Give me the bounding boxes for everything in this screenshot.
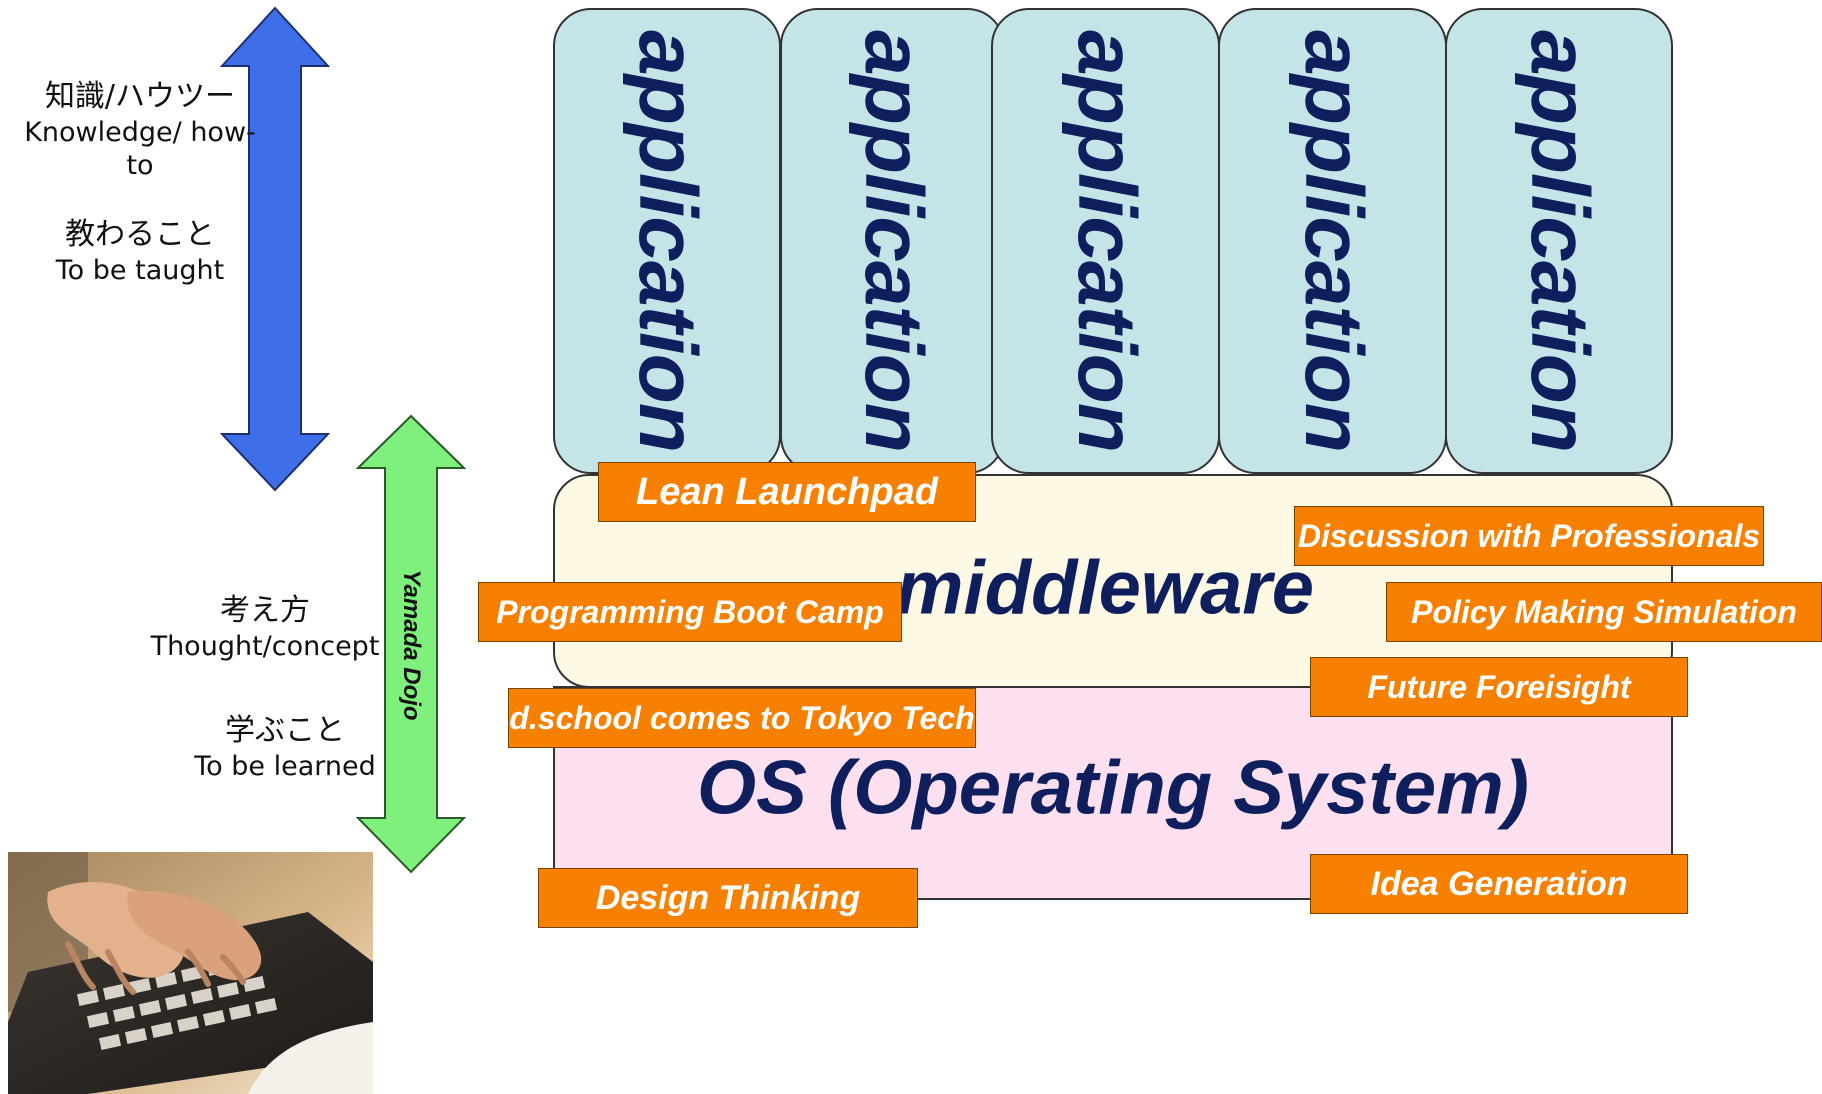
learned-label: 学ぶこと To be learned <box>190 712 380 783</box>
tag-idea-generation: Idea Generation <box>1310 854 1688 914</box>
application-label: application <box>1287 30 1379 452</box>
thought-jp: 考え方 <box>220 593 310 628</box>
application-column-3: application <box>991 8 1220 474</box>
knowledge-en: Knowledge/ how-to <box>24 116 256 182</box>
application-column-2: application <box>780 8 1005 474</box>
blue-double-arrow-icon <box>220 6 330 492</box>
taught-jp: 教わること <box>65 217 215 252</box>
taught-en: To be taught <box>55 254 225 286</box>
learned-en: To be learned <box>194 750 376 782</box>
knowledge-label: 知識/ハウツー Knowledge/ how-to <box>20 78 260 183</box>
application-column-1: application <box>553 8 781 474</box>
application-column-4: application <box>1218 8 1447 474</box>
tag-future-foresight: Future Foreisight <box>1310 657 1688 717</box>
thought-en: Thought/concept <box>150 630 380 662</box>
tag-discussion-with-professionals: Discussion with Professionals <box>1294 506 1764 566</box>
application-label: application <box>1514 30 1605 452</box>
middleware-title: middleware <box>895 545 1315 631</box>
green-double-arrow-icon <box>356 414 466 874</box>
taught-label: 教わること To be taught <box>20 216 260 287</box>
application-label: application <box>1060 30 1152 452</box>
knowledge-jp: 知識/ハウツー <box>44 79 236 114</box>
application-label: application <box>622 30 713 452</box>
typing-hands-photo-icon <box>8 852 373 1094</box>
tag-lean-launchpad: Lean Launchpad <box>598 462 976 522</box>
learned-jp: 学ぶこと <box>225 713 345 748</box>
tag-policy-making-simulation: Policy Making Simulation <box>1386 582 1822 642</box>
tag-dschool: d.school comes to Tokyo Tech <box>508 688 976 748</box>
yamada-dojo-label: Yamada Dojo <box>398 569 425 721</box>
tag-design-thinking: Design Thinking <box>538 868 918 928</box>
application-label: application <box>847 30 939 452</box>
tag-programming-boot-camp: Programming Boot Camp <box>478 582 902 642</box>
os-title: OS (Operating System) <box>697 745 1529 831</box>
thought-label: 考え方 Thought/concept <box>150 592 380 663</box>
application-column-5: application <box>1445 8 1673 474</box>
